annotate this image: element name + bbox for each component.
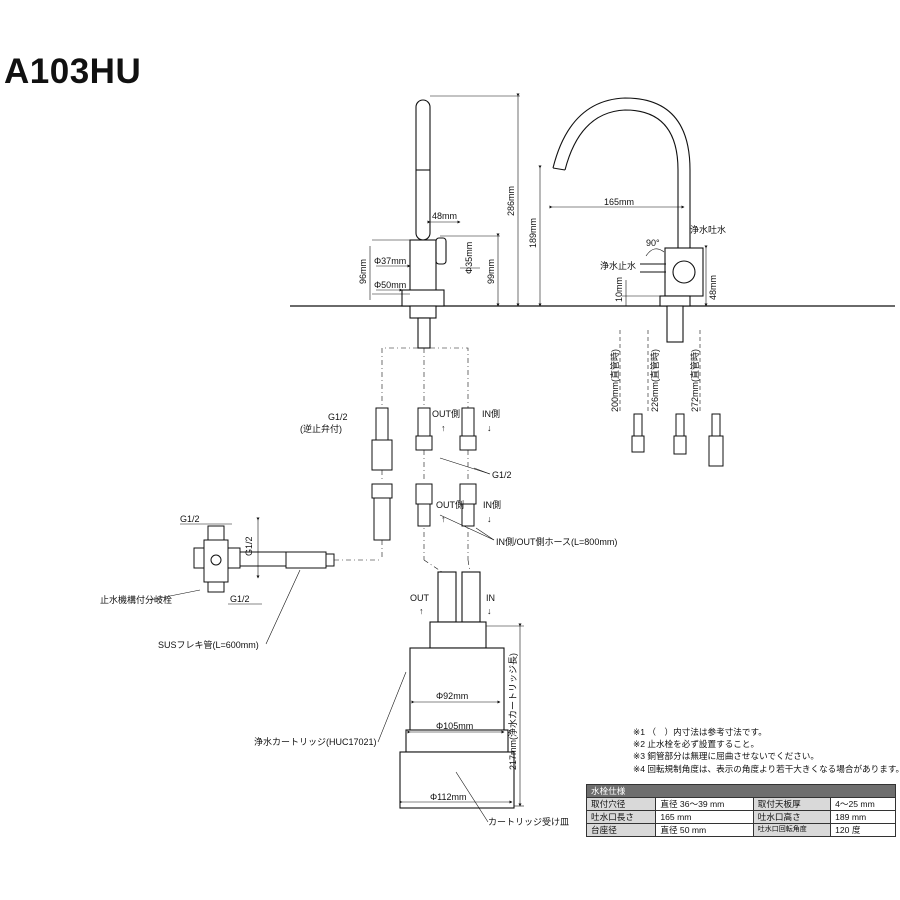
- arrow-out-1: ↑: [441, 423, 446, 433]
- label-out-side: OUT側: [432, 408, 460, 419]
- spec-title: 水栓仕様: [586, 784, 896, 798]
- spec-cell: 4～25 mm: [830, 797, 896, 811]
- branch-valve: [193, 525, 287, 593]
- label-g12-c: G1/2: [180, 514, 200, 524]
- dim-217: 217mm(浄水カートリッジ長): [507, 653, 518, 770]
- arrow-in-2: ↓: [487, 514, 492, 524]
- spec-cell: 取付天板厚: [752, 797, 832, 811]
- label-cartridge: 浄水カートリッジ(HUC17021): [254, 736, 377, 747]
- pipe-272: 272mm(直管時): [689, 349, 700, 412]
- spec-cell: 直径 36～39 mm: [655, 797, 754, 811]
- table-row: 台座径 直径 50 mm 吐水口回転角度 120 度: [585, 823, 896, 837]
- dim-165: 165mm: [604, 197, 634, 207]
- spec-cell: 吐水口高さ: [752, 810, 832, 824]
- label-valve: 止水機構付分岐栓: [100, 594, 172, 605]
- label-tray: カートリッジ受け皿: [488, 816, 569, 827]
- dim-48-top: 48mm: [432, 211, 457, 221]
- arrow-out-3: ↑: [419, 606, 424, 616]
- front-view-dims: [369, 93, 520, 307]
- spec-cell: 120 度: [830, 823, 896, 837]
- dim-10: 10mm: [614, 277, 624, 302]
- label-gyakushi: (逆止弁付): [300, 423, 342, 434]
- dim-189: 189mm: [528, 218, 538, 248]
- spec-cell: 189 mm: [830, 810, 896, 824]
- dim-48-side: 48mm: [708, 275, 718, 300]
- label-in: IN: [486, 593, 495, 603]
- angle-90: 90°: [646, 238, 660, 248]
- note-4: ※4 回転規制角度は、表示の角度より若干大きくなる場合があります。: [633, 763, 900, 774]
- label-g12-d: G1/2: [244, 536, 254, 556]
- label-in-side2: IN側: [483, 499, 501, 510]
- label-out-side2: OUT側: [436, 499, 464, 510]
- label-out: OUT: [410, 593, 430, 603]
- label-sus: SUSフレキ管(L=600mm): [158, 639, 259, 650]
- faucet-front-view: [401, 99, 447, 349]
- table-row: 取付穴径 直径 36～39 mm 取付天板厚 4～25 mm: [585, 797, 896, 811]
- label-josui-shisui: 浄水止水: [600, 260, 636, 271]
- arrow-in-3: ↓: [487, 606, 492, 616]
- label-g12-b: G1/2: [492, 470, 512, 480]
- dim-50: Φ50mm: [374, 280, 406, 290]
- arrow-in-1: ↓: [487, 423, 492, 433]
- label-josui-tosui: 浄水吐水: [690, 224, 726, 235]
- spec-cell: 165 mm: [655, 810, 754, 824]
- label-hose: IN側/OUT側ホース(L=800mm): [496, 536, 617, 547]
- faucet-side-view: [552, 97, 704, 343]
- note-3: ※3 銅管部分は無理に屈曲させないでください。: [633, 751, 819, 762]
- notes: ※1 （ ）内寸法は参考寸法です。 ※2 止水栓を必ず設置すること。 ※3 銅管…: [633, 726, 900, 775]
- model-title: A103HU: [4, 52, 142, 91]
- note-2: ※2 止水栓を必ず設置すること。: [633, 739, 760, 750]
- spec-cell: 台座径: [585, 823, 657, 837]
- label-in-side: IN側: [482, 408, 500, 419]
- dim-112: Φ112mm: [430, 792, 467, 802]
- note-1: ※1 （ ）内寸法は参考寸法です。: [633, 727, 767, 737]
- dim-96: 96mm: [358, 259, 368, 284]
- label-g12-a: G1/2: [328, 412, 348, 422]
- dim-286: 286mm: [506, 186, 516, 216]
- spec-cell: 直径 50 mm: [655, 823, 754, 837]
- side-view-pipes: [631, 413, 724, 467]
- dim-105: Φ105mm: [436, 721, 473, 731]
- spec-cell: 取付穴径: [585, 797, 657, 811]
- side-view-dims: [538, 165, 708, 414]
- spec-cell: 吐水口回転角度: [752, 823, 832, 837]
- table-row: 吐水口長さ 165 mm 吐水口高さ 189 mm: [585, 810, 896, 824]
- pipe-226: 226mm(直管時): [649, 349, 660, 412]
- label-g12-e: G1/2: [230, 594, 250, 604]
- arrow-out-2: ↑: [441, 514, 446, 524]
- dim-37: Φ37mm: [374, 256, 406, 266]
- pipe-centerlines: [334, 347, 471, 573]
- dim-99: 99mm: [486, 259, 496, 284]
- dim-92: Φ92mm: [436, 691, 468, 701]
- water-cartridge: [399, 571, 515, 809]
- dim-35: Φ35mm: [464, 242, 474, 274]
- pipe-200: 200mm(直管時): [609, 349, 620, 412]
- spec-table: 水栓仕様 取付穴径 直径 36～39 mm 取付天板厚 4～25 mm 吐水口長…: [585, 784, 896, 837]
- spec-cell: 吐水口長さ: [585, 810, 657, 824]
